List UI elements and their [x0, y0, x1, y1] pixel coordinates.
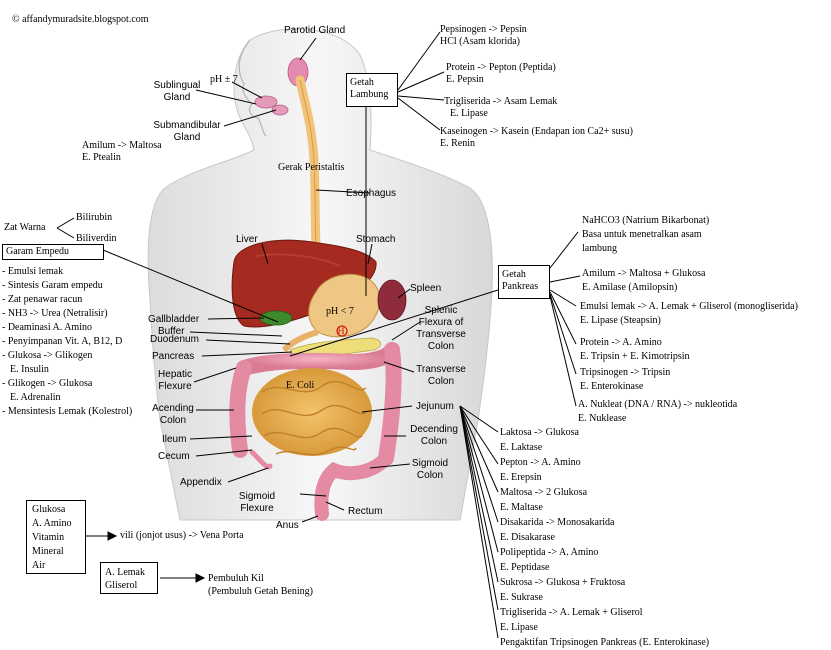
- sigmoid-rectum-shape: [314, 451, 393, 521]
- label-esophagus: Esophagus: [346, 188, 397, 199]
- garam-empedu-list: - Emulsi lemak - Sintesis Garam empedu -…: [2, 265, 132, 419]
- label-e-coli: E. Coli: [286, 380, 315, 391]
- transverse-colon-shape: [236, 342, 400, 376]
- list-item: E. Adrenalin: [10, 392, 61, 403]
- list-item: E. Insulin: [10, 364, 49, 375]
- label-stomach: Stomach: [356, 234, 396, 245]
- label-rectum: Rectum: [348, 506, 383, 517]
- label-buffer: Buffer: [158, 326, 185, 337]
- label-jejunum: Jejunum: [416, 401, 454, 412]
- pankreas-item-3: Emulsi lemak -> A. Lemak + Gliserol (mon…: [580, 301, 798, 326]
- list-item: Disakarida -> Monosakarida: [500, 517, 615, 528]
- descending-colon-shape: [378, 342, 402, 466]
- zat-warna-biliverdin: Biliverdin: [76, 233, 117, 244]
- list-item: Pepton -> A. Amino: [500, 457, 581, 468]
- list-item: E. Peptidase: [500, 562, 550, 573]
- lambung-item-2: Protein -> Pepton (Peptida)E. Pepsin: [446, 62, 556, 85]
- list-item: E. Sukrase: [500, 592, 543, 603]
- label-appendix: Appendix: [180, 477, 222, 488]
- list-item: - NH3 -> Urea (Netralisir): [2, 308, 108, 319]
- list-item: E. Erepsin: [500, 472, 542, 483]
- submandibular-gland-shape: [271, 104, 289, 116]
- jejunum-list: Laktosa -> Glukosa E. Laktase Pepton -> …: [500, 425, 709, 650]
- organ-leader-lines: [189, 37, 421, 523]
- list-item: E. Disakarase: [500, 532, 555, 543]
- label-pancreas: Pancreas: [152, 351, 195, 362]
- label-parotid-gland: Parotid Gland: [284, 25, 346, 36]
- list-item: - Penyimpanan Vit. A, B12, D: [2, 336, 123, 347]
- list-item: E. Maltase: [500, 502, 543, 513]
- label-gerak-peristaltis: Gerak Peristaltis: [278, 162, 345, 173]
- list-item: Maltosa -> 2 Glukosa: [500, 487, 588, 498]
- gallbladder-shape: [259, 310, 293, 326]
- sublingual-gland-shape: [254, 95, 278, 109]
- face-profile: [238, 39, 267, 137]
- label-ileum: Ileum: [162, 434, 187, 445]
- lambung-item-4: Kaseinogen -> Kasein (Endapan ion Ca2+ s…: [440, 126, 633, 149]
- absorption-box-1: Glukosa A. Amino Vitamin Mineral Air: [26, 500, 86, 574]
- absorption-arrow-1-label: vili (jonjot usus) -> Vena Porta: [120, 530, 244, 541]
- stomach-ph-symbol: ℍ: [337, 326, 345, 336]
- list-item: - Mensintesis Lemak (Kolestrol): [2, 406, 133, 417]
- list-item: Pengaktifan Tripsinogen Pankreas (E. Ent…: [500, 637, 710, 648]
- list-item: Trigliserida -> A. Lemak + Gliserol: [500, 607, 643, 618]
- list-item: Polipeptida -> A. Amino: [500, 547, 599, 558]
- watermark: © affandymuradsite.blogspot.com: [12, 14, 149, 25]
- list-item: Sukrosa -> Glukosa + Fruktosa: [500, 577, 626, 588]
- label-liver: Liver: [236, 234, 258, 245]
- duodenum-shape: [281, 329, 319, 353]
- list-item: - Glukosa -> Glikogen: [2, 350, 93, 361]
- label-spleen: Spleen: [410, 283, 442, 294]
- annotation-connectors: [56, 31, 581, 639]
- label-anus: Anus: [276, 520, 299, 531]
- stomach-ph: pH < 7: [326, 306, 354, 317]
- absorption-arrows: [86, 531, 206, 583]
- list-item: E. Laktase: [500, 442, 543, 453]
- list-item: E. Lipase: [500, 622, 538, 633]
- list-item: - Glikogen -> Glukosa: [2, 378, 93, 389]
- list-item: - Sintesis Garam empedu: [2, 280, 103, 291]
- absorption-arrow-2-label: Pembuluh Kil(Pembuluh Getah Bening): [208, 573, 313, 597]
- mouth-ph: pH ± 7: [210, 74, 238, 85]
- pankreas-item-1: NaHCO3 (Natrium Bikarbonat)Basa untuk me…: [582, 215, 710, 254]
- label-cecum: Cecum: [158, 451, 190, 462]
- ph-symbol-circle: [336, 325, 348, 337]
- stomach-shape: [308, 273, 380, 338]
- appendix-shape: [249, 449, 273, 470]
- garam-empedu-box: Garam Empedu: [2, 244, 104, 260]
- ascending-colon-shape: [229, 360, 252, 458]
- list-item: - Emulsi lemak: [2, 266, 64, 277]
- zat-warna-label: Zat Warna: [4, 222, 46, 233]
- label-gallbladder: Gallbladder: [148, 314, 200, 325]
- small-intestine-shape: [252, 368, 372, 456]
- list-item: - Deaminasi A. Amino: [2, 322, 92, 333]
- pankreas-item-2: Amilum -> Maltosa + Glukosa E. Amilase (…: [582, 268, 706, 293]
- label-duodenum: Duodenum: [150, 334, 199, 345]
- zat-warna-bilirubin: Bilirubin: [76, 212, 113, 223]
- spleen-shape: [377, 279, 407, 321]
- list-item: - Zat penawar racun: [2, 294, 83, 305]
- list-item: Laktosa -> Glukosa: [500, 427, 579, 438]
